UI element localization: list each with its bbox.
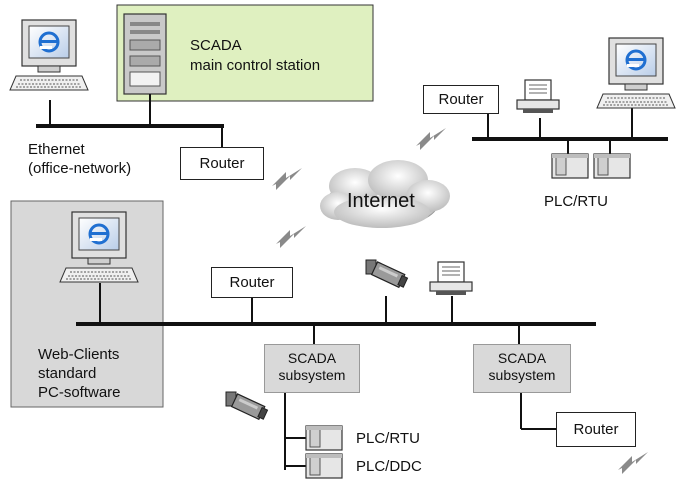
plc-ddc-label: PLC/DDC (356, 458, 422, 475)
camera-icon (225, 391, 269, 422)
office-router: Router (180, 147, 264, 180)
web-clients-label: Web-Clients (38, 346, 120, 363)
web-clients-label-3: PC-software (38, 384, 121, 401)
camera-icon (365, 259, 409, 290)
subsystem-2-title: SCADA (497, 350, 547, 366)
office-network-sublabel: (office-network) (28, 160, 132, 177)
cloud-icon (320, 160, 450, 228)
server-tower-icon (123, 13, 167, 95)
field-router: Router (211, 267, 293, 298)
printer-icon (429, 261, 473, 296)
scada-subsystem-2: SCADA subsystem (473, 344, 571, 393)
scada-main-subtitle: main control station (190, 57, 321, 74)
scada-main-title: SCADA (190, 37, 242, 54)
printer-icon (516, 79, 560, 114)
remote-plc-label: PLC/RTU (544, 193, 608, 210)
web-clients-label-2: standard (38, 365, 97, 382)
plc-module-icon (593, 153, 631, 179)
internet-label: Internet (347, 190, 415, 212)
lightning-link-icon (416, 128, 446, 150)
lightning-link-icon (276, 226, 306, 248)
web-client-computer-icon (58, 210, 140, 284)
subsystem-1-title: SCADA (287, 350, 337, 366)
scada-subsystem-1: SCADA subsystem (264, 344, 360, 393)
subsystem-router: Router (556, 412, 636, 447)
lightning-link-icon (272, 168, 302, 190)
subsystem-2-subtitle: subsystem (488, 367, 556, 383)
office-computer-icon (8, 18, 90, 92)
remote-router: Router (423, 85, 499, 114)
lightning-link-icon (618, 452, 648, 474)
plc-module-icon (551, 153, 589, 179)
office-network-label: Ethernet (28, 141, 85, 158)
subsystem-1-subtitle: subsystem (278, 367, 346, 383)
plc-module-icon (305, 453, 343, 479)
remote-computer-icon (595, 36, 677, 110)
plc-module-icon (305, 425, 343, 451)
plc-rtu-label: PLC/RTU (356, 430, 420, 447)
